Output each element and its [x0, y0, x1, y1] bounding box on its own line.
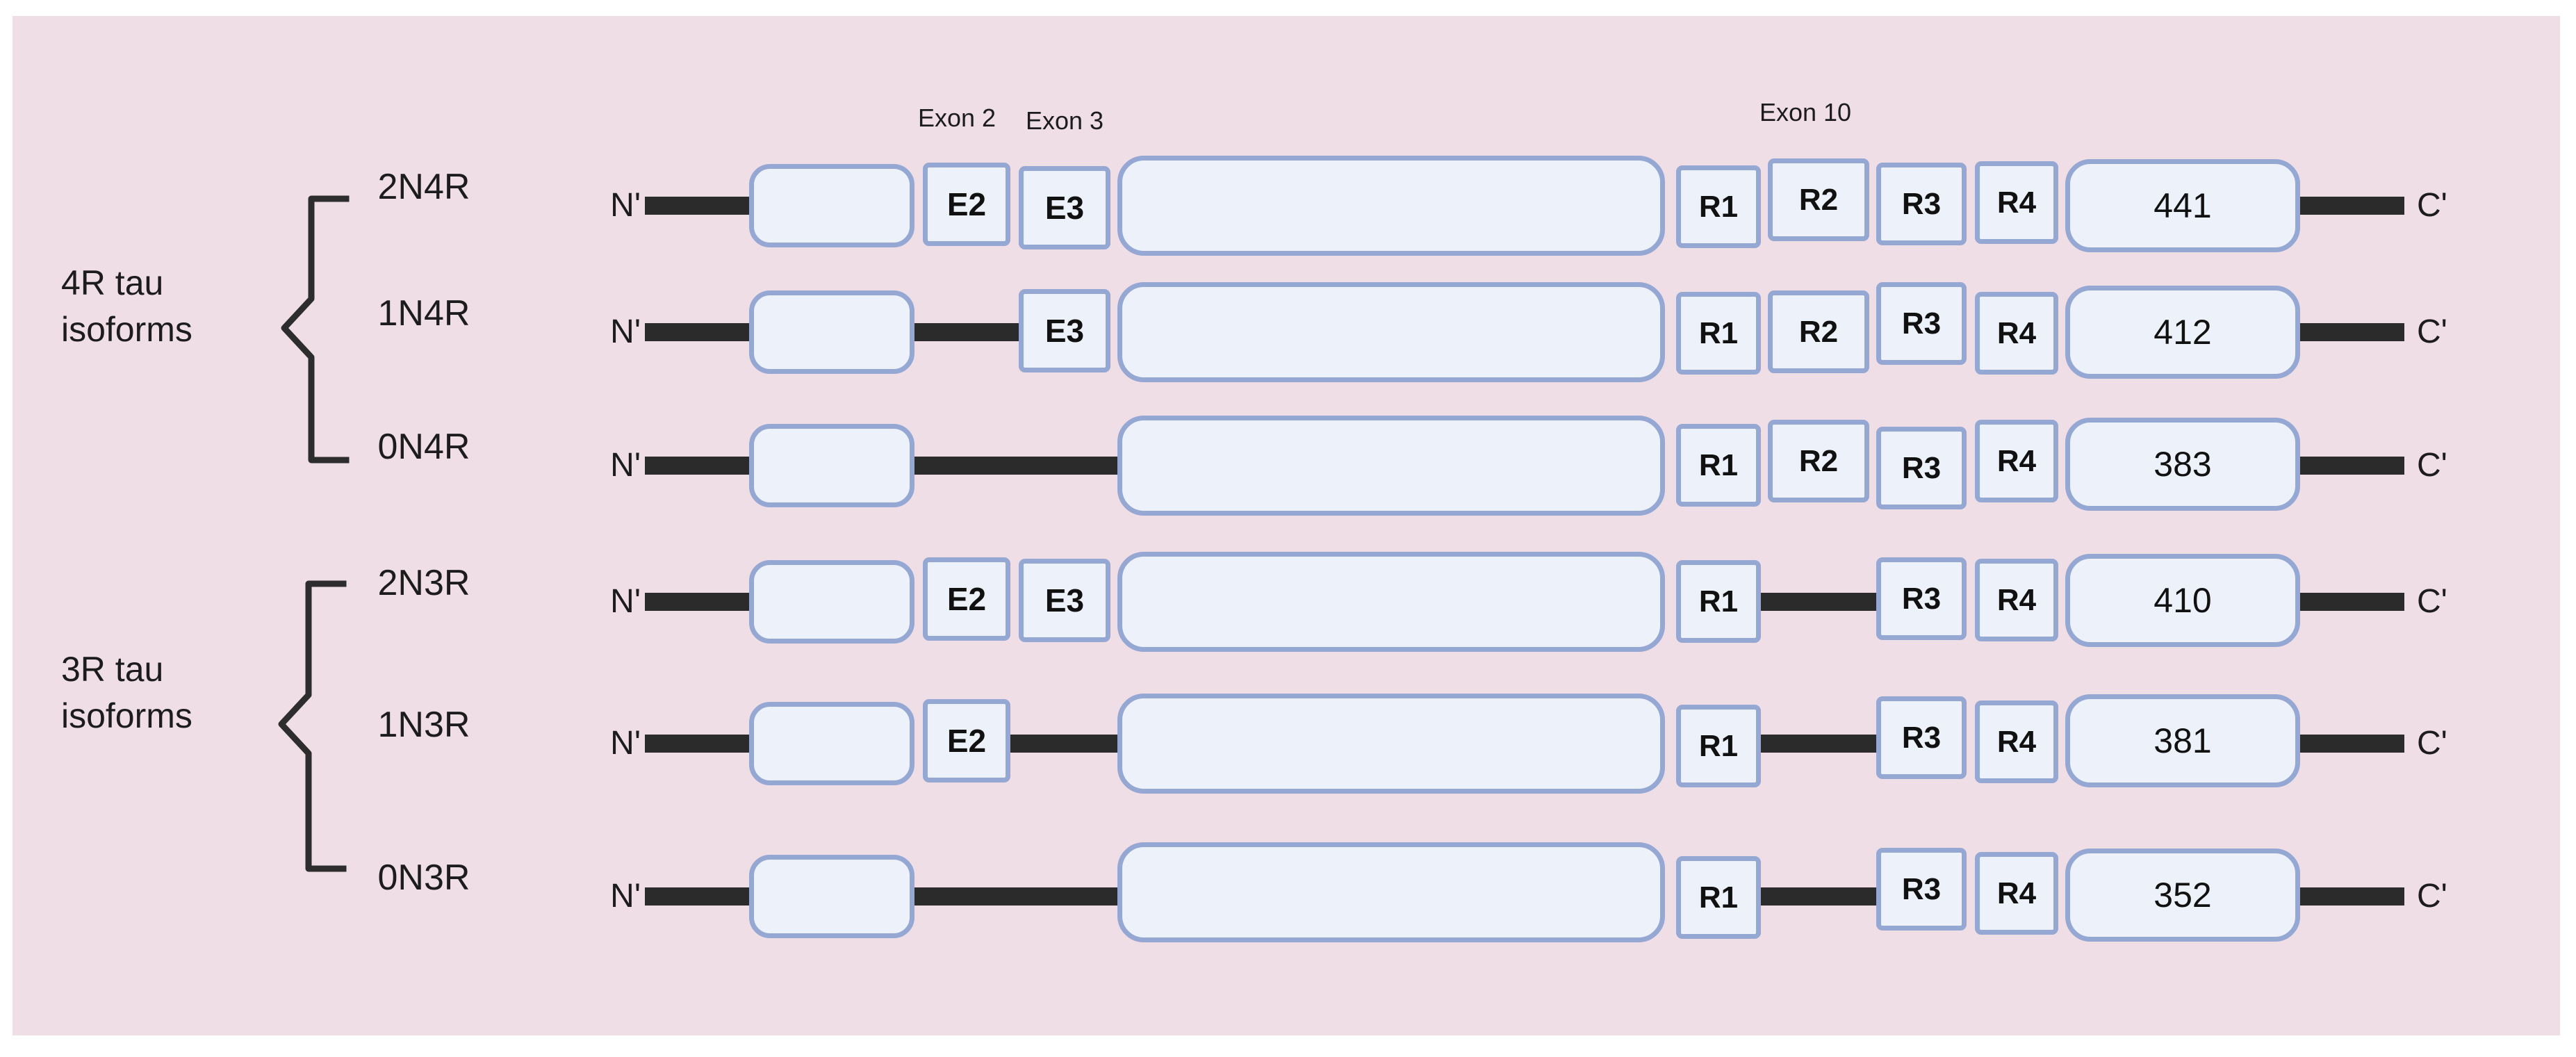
exon3-box: E3 [1019, 559, 1110, 642]
exon2-box: E2 [923, 163, 1010, 246]
mid-domain-box [1117, 552, 1665, 652]
length-box: 441 [2065, 159, 2300, 252]
n-terminus-label: N' [610, 725, 641, 762]
c-terminus-label: C' [2417, 725, 2447, 762]
exon2-absent-bar [909, 323, 1023, 341]
r4-box: R4 [1975, 700, 2058, 783]
n-terminal-box [749, 560, 914, 644]
group-label-4r-line1: 4R tau [61, 263, 164, 302]
n-terminal-box [749, 424, 914, 507]
length-box: 381 [2065, 694, 2300, 787]
n-connector-bar [645, 197, 750, 215]
n-terminus-label: N' [610, 447, 641, 484]
isoform-label-0n4r: 0N4R [377, 427, 470, 467]
n-terminus-label: N' [610, 878, 641, 915]
length-box: 410 [2065, 554, 2300, 647]
exon3-absent-bar [1005, 735, 1120, 753]
c-connector-bar [2300, 593, 2404, 611]
group-label-3r-line2: isoforms [61, 696, 192, 735]
r2-absent-bar [1755, 735, 1880, 753]
n-terminal-box [749, 855, 914, 938]
exon3-box: E3 [1019, 289, 1110, 372]
r1-box: R1 [1676, 705, 1761, 787]
n-connector-bar [645, 457, 750, 475]
exon-2-annotation: Exon 2 [917, 104, 996, 132]
exon3-box: E3 [1019, 166, 1110, 249]
exon2-box: E2 [923, 557, 1010, 641]
r4-box: R4 [1975, 420, 2058, 502]
mid-domain-box [1117, 156, 1665, 256]
c-connector-bar [2300, 323, 2404, 341]
r3-box: R3 [1876, 427, 1967, 509]
n-terminus-label: N' [610, 583, 641, 620]
n-terminus-label: N' [610, 313, 641, 350]
n-terminal-box [749, 290, 914, 374]
mid-domain-box [1117, 842, 1665, 942]
r2-absent-bar [1755, 887, 1880, 906]
exon2-3-absent-bar [909, 887, 1120, 906]
r4-box: R4 [1975, 161, 2058, 244]
c-terminus-label: C' [2417, 313, 2447, 350]
r1-box: R1 [1676, 856, 1761, 939]
exon2-box: E2 [923, 699, 1010, 782]
n-terminus-label: N' [610, 187, 641, 224]
group-label-3r: 3R tau isoforms [61, 646, 192, 739]
isoform-label-2n3r: 2N3R [377, 563, 470, 603]
length-box: 412 [2065, 286, 2300, 379]
c-terminus-label: C' [2417, 583, 2447, 620]
exon2-3-absent-bar [909, 457, 1120, 475]
r1-box: R1 [1676, 560, 1761, 643]
r4-box: R4 [1975, 852, 2058, 935]
n-connector-bar [645, 735, 750, 753]
mid-domain-box [1117, 416, 1665, 516]
group-label-4r: 4R tau isoforms [61, 260, 192, 353]
c-connector-bar [2300, 735, 2404, 753]
n-connector-bar [645, 323, 750, 341]
n-terminal-box [749, 164, 914, 247]
c-terminus-label: C' [2417, 878, 2447, 915]
mid-domain-box [1117, 282, 1665, 382]
isoform-label-2n4r: 2N4R [377, 167, 470, 207]
r3-box: R3 [1876, 282, 1967, 365]
length-box: 352 [2065, 849, 2300, 942]
r4-box: R4 [1975, 559, 2058, 641]
c-connector-bar [2300, 887, 2404, 906]
r3-box: R3 [1876, 557, 1967, 640]
isoform-label-1n3r: 1N3R [377, 705, 470, 745]
group-label-4r-line2: isoforms [61, 310, 192, 349]
r2-box: R2 [1768, 158, 1869, 241]
isoform-label-0n3r: 0N3R [377, 858, 470, 898]
length-box: 383 [2065, 418, 2300, 511]
r3-box: R3 [1876, 848, 1967, 931]
mid-domain-box [1117, 694, 1665, 794]
r1-box: R1 [1676, 165, 1761, 248]
n-connector-bar [645, 887, 750, 906]
c-connector-bar [2300, 197, 2404, 215]
r2-absent-bar [1755, 593, 1880, 611]
n-connector-bar [645, 593, 750, 611]
r3-box: R3 [1876, 163, 1967, 245]
group-label-3r-line1: 3R tau [61, 650, 164, 689]
c-terminus-label: C' [2417, 187, 2447, 224]
n-terminal-box [749, 702, 914, 785]
exon-10-annotation: Exon 10 [1759, 98, 1852, 126]
r4-box: R4 [1975, 292, 2058, 375]
c-terminus-label: C' [2417, 447, 2447, 484]
r2-box: R2 [1768, 420, 1869, 502]
r1-box: R1 [1676, 424, 1761, 507]
r2-box: R2 [1768, 290, 1869, 373]
c-connector-bar [2300, 457, 2404, 475]
exon-3-annotation: Exon 3 [1025, 106, 1104, 135]
r1-box: R1 [1676, 292, 1761, 375]
isoform-label-1n4r: 1N4R [377, 293, 470, 334]
r3-box: R3 [1876, 696, 1967, 779]
